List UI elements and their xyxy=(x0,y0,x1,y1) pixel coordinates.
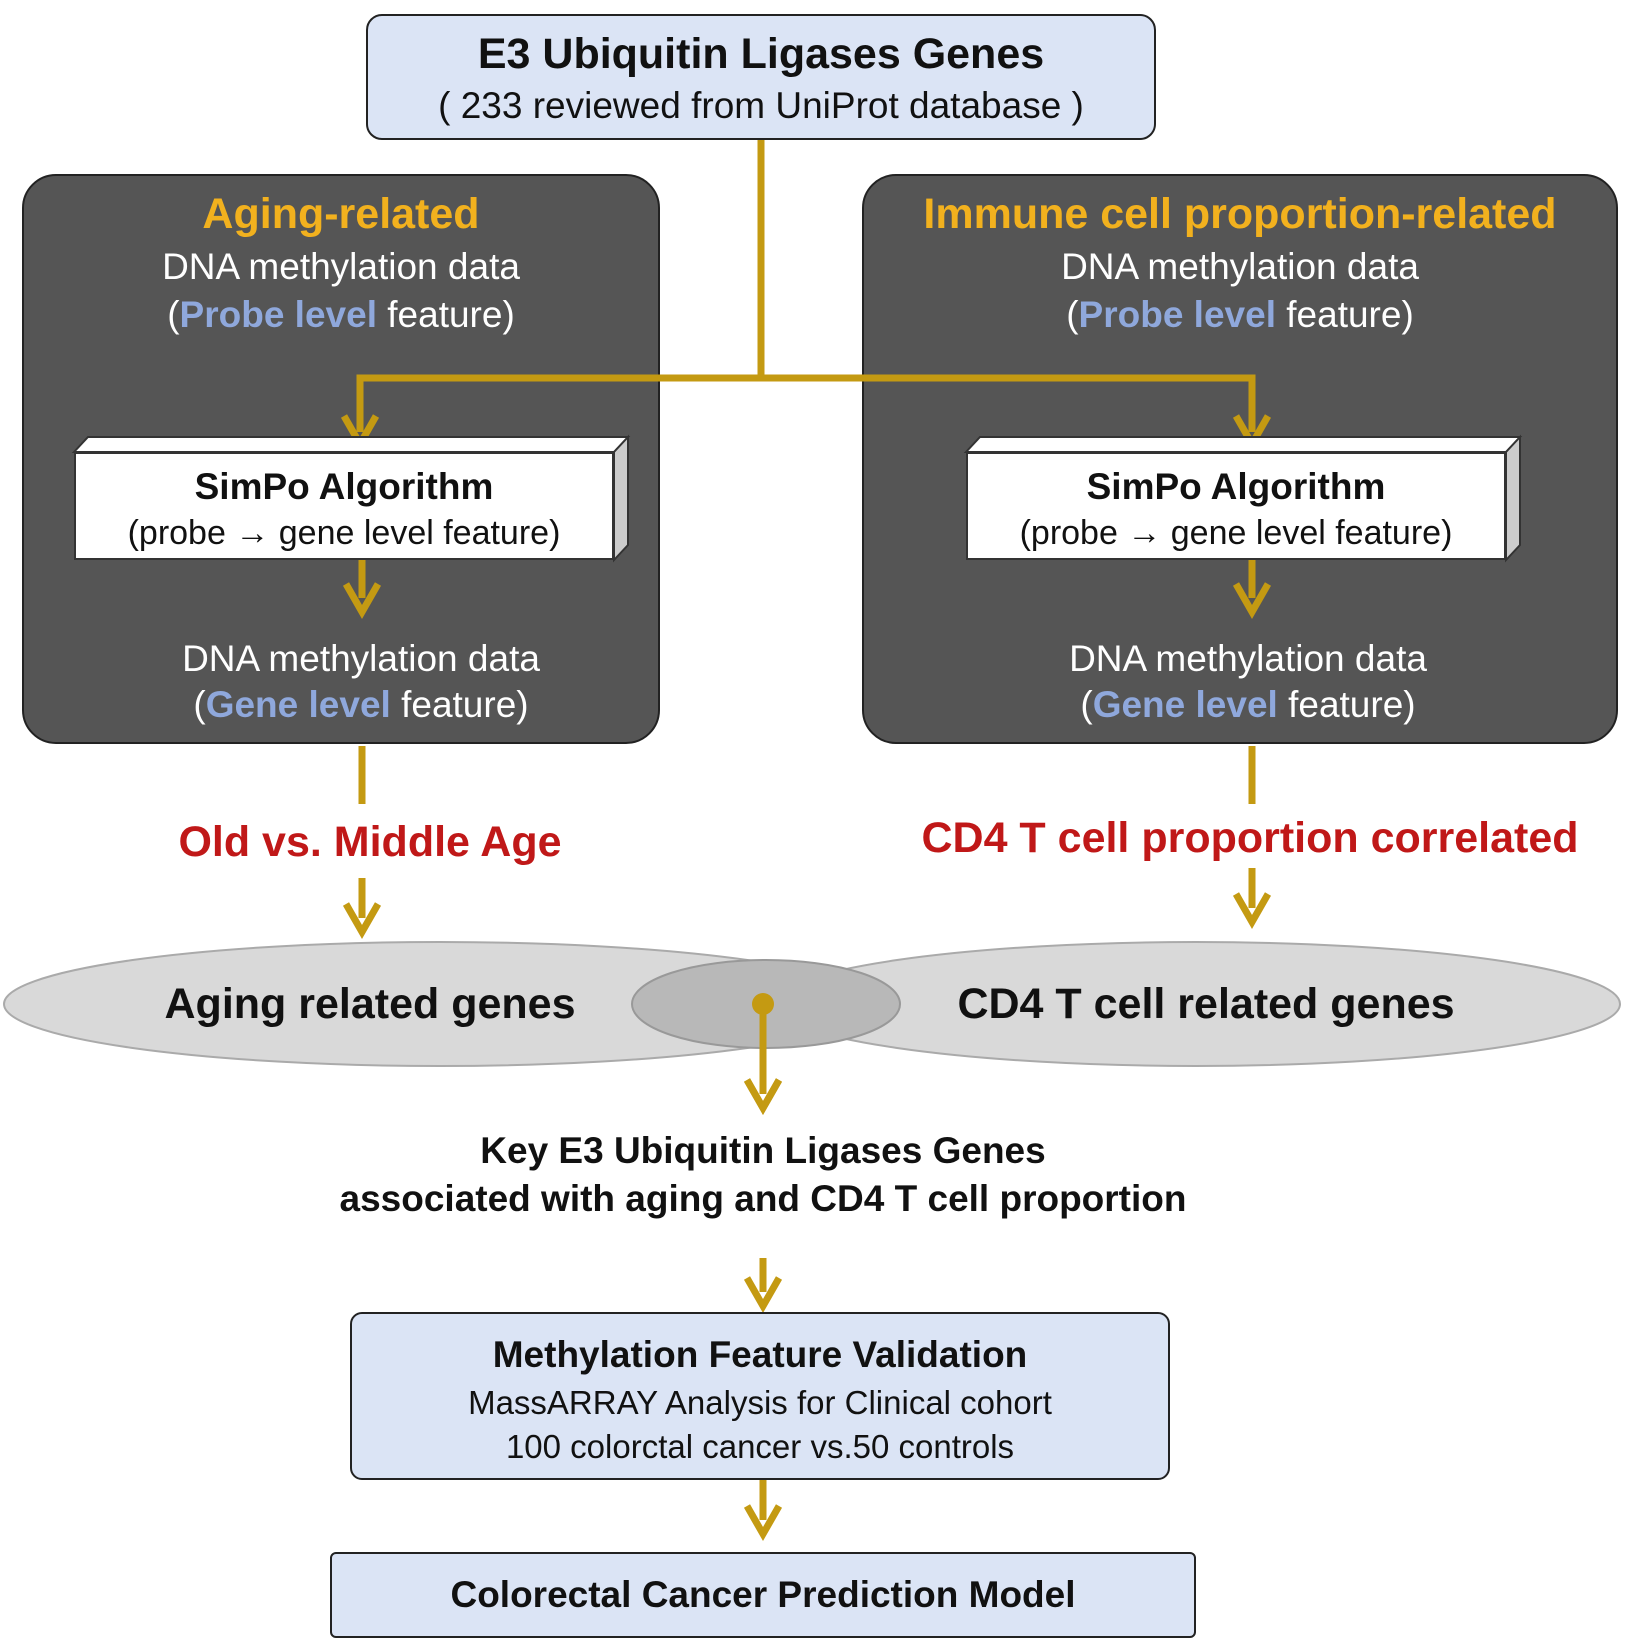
arrow-icon xyxy=(743,1276,783,1314)
aging-gene-open: ( xyxy=(193,684,206,725)
simpo-title-right: SimPo Algorithm xyxy=(1086,466,1386,507)
aging-probe-rest: feature) xyxy=(376,294,515,335)
arrow-icon xyxy=(743,1504,783,1542)
validation-line2: 100 colorctal cancer vs.50 controls xyxy=(505,1428,1015,1465)
immune-gene-highlight: Gene level xyxy=(1092,684,1278,725)
simpo-box-right: SimPo Algorithm (probe → gene level feat… xyxy=(966,452,1506,560)
cd4-correlated-label: CD4 T cell proportion correlated xyxy=(921,814,1579,862)
intersection-dot xyxy=(752,993,774,1015)
e3-genes-title: E3 Ubiquitin Ligases Genes xyxy=(477,30,1045,78)
immune-header: Immune cell proportion-related xyxy=(923,190,1557,238)
arrow-icon xyxy=(1232,582,1272,620)
venn-left-label: Aging related genes xyxy=(164,980,576,1028)
immune-line1: DNA methylation data xyxy=(1061,246,1419,287)
aging-header: Aging-related xyxy=(202,190,480,238)
aging-probe-line: (Probe level feature) xyxy=(22,294,660,336)
arrow-icon xyxy=(1232,892,1272,930)
arrow-icon xyxy=(743,1078,783,1116)
aging-gene-rest: feature) xyxy=(390,684,529,725)
immune-probe-highlight: Probe level xyxy=(1078,294,1276,335)
immune-probe-line: (Probe level feature) xyxy=(862,294,1618,336)
immune-gene-open: ( xyxy=(1080,684,1093,725)
immune-gene-line: (Gene level feature) xyxy=(870,684,1626,726)
split-line xyxy=(356,374,1256,432)
validation-title: Methylation Feature Validation xyxy=(492,1334,1028,1375)
aging-line1: DNA methylation data xyxy=(162,246,520,287)
prediction-model-title: Colorectal Cancer Prediction Model xyxy=(450,1574,1076,1615)
immune-line3: DNA methylation data xyxy=(1069,638,1427,679)
prediction-model-box: Colorectal Cancer Prediction Model xyxy=(330,1552,1196,1638)
immune-gene-rest: feature) xyxy=(1277,684,1416,725)
immune-probe-rest: feature) xyxy=(1275,294,1414,335)
old-vs-middle-label: Old vs. Middle Age xyxy=(178,818,562,866)
validation-box: Methylation Feature Validation MassARRAY… xyxy=(350,1312,1170,1480)
key-genes-line1: Key E3 Ubiquitin Ligases Genes xyxy=(480,1130,1046,1171)
aging-line3: DNA methylation data xyxy=(182,638,540,679)
simpo-box-left: SimPo Algorithm (probe → gene level feat… xyxy=(74,452,614,560)
aging-probe-open: ( xyxy=(167,294,180,335)
validation-line1: MassARRAY Analysis for Clinical cohort xyxy=(468,1384,1052,1421)
e3-genes-box: E3 Ubiquitin Ligases Genes ( 233 reviewe… xyxy=(366,14,1156,140)
immune-probe-open: ( xyxy=(1066,294,1079,335)
aging-gene-highlight: Gene level xyxy=(205,684,391,725)
arrow-icon xyxy=(342,902,382,940)
aging-gene-line: (Gene level feature) xyxy=(42,684,680,726)
key-genes-line2: associated with aging and CD4 T cell pro… xyxy=(339,1178,1187,1219)
venn-right-label: CD4 T cell related genes xyxy=(957,980,1455,1028)
e3-genes-subtitle: ( 233 reviewed from UniProt database ) xyxy=(438,85,1084,126)
simpo-title-left: SimPo Algorithm xyxy=(194,466,494,507)
arrow-icon xyxy=(342,582,382,620)
simpo-sub-right: (probe → gene level feature) xyxy=(1019,514,1453,552)
aging-probe-highlight: Probe level xyxy=(179,294,377,335)
simpo-sub-left: (probe → gene level feature) xyxy=(127,514,561,552)
